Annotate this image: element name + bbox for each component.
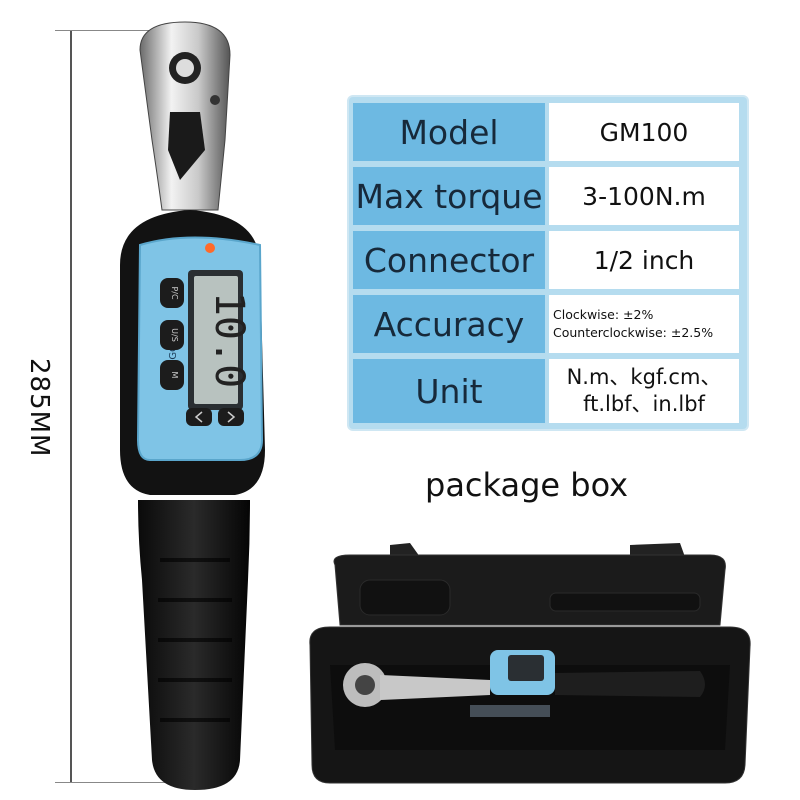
spec-value: 1/2 inch <box>549 231 739 289</box>
dimension-tick-bottom <box>55 782 165 783</box>
dimension-tick-top <box>55 30 180 31</box>
button-pc-label: P/C <box>170 286 179 300</box>
unit-line-2: ft.lbf、in.lbf <box>583 392 705 416</box>
spec-label: Accuracy <box>353 295 545 353</box>
lcd-readout: 10.0 <box>206 292 252 388</box>
torque-wrench-image: 10.0 GOYOJO P/C U/S M <box>120 21 265 790</box>
carry-case-image <box>309 543 751 784</box>
button-us-label: U/S <box>170 328 179 342</box>
spec-row-max-torque: Max torque 3-100N.m <box>349 167 747 225</box>
spec-table: Model GM100 Max torque 3-100N.m Connecto… <box>349 97 747 429</box>
dimension-line <box>70 30 72 782</box>
spec-row-unit: Unit N.m、kgf.cm、 ft.lbf、in.lbf <box>349 359 747 423</box>
spec-label: Model <box>353 103 545 161</box>
spec-value: Clockwise: ±2% Counterclockwise: ±2.5% <box>549 295 739 353</box>
spec-value: N.m、kgf.cm、 ft.lbf、in.lbf <box>549 359 739 423</box>
spec-row-model: Model GM100 <box>349 103 747 161</box>
accuracy-counterclockwise: Counterclockwise: ±2.5% <box>553 325 714 340</box>
spec-value: 3-100N.m <box>549 167 739 225</box>
spec-value: GM100 <box>549 103 739 161</box>
spec-label: Unit <box>353 359 545 423</box>
spec-label: Max torque <box>353 167 545 225</box>
spec-row-accuracy: Accuracy Clockwise: ±2% Counterclockwise… <box>349 295 747 353</box>
unit-line-1: N.m、kgf.cm、 <box>566 365 722 389</box>
spec-row-connector: Connector 1/2 inch <box>349 231 747 289</box>
spec-label: Connector <box>353 231 545 289</box>
accuracy-clockwise: Clockwise: ±2% <box>553 307 654 322</box>
package-box-title: package box <box>425 466 629 504</box>
button-m-label: M <box>170 372 179 379</box>
